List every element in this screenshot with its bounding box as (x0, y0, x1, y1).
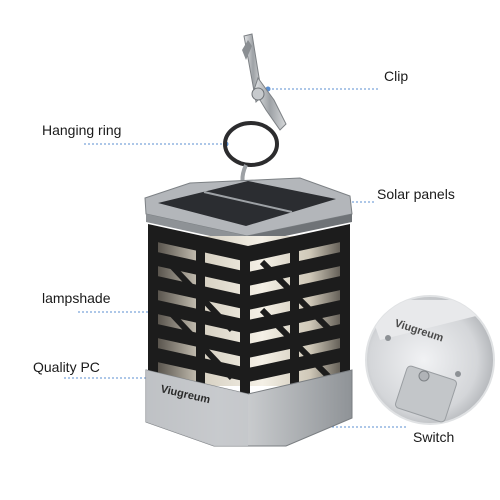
hanging-ring-label: Hanging ring (42, 122, 122, 138)
lampshade-illustration (148, 224, 350, 394)
lampshade-label: lampshade (42, 290, 111, 306)
clip-label: Clip (384, 68, 409, 84)
switch-inset: Viugreum (365, 295, 495, 425)
switch-button-icon (418, 370, 430, 382)
switch-label: Switch (413, 429, 455, 445)
solar-panels-label: Solar panels (377, 186, 455, 202)
quality-pc-label: Quality PC (33, 359, 100, 375)
clip-illustration (242, 33, 287, 131)
solar-panel-top (144, 177, 353, 244)
base-housing: Viugreum (145, 369, 353, 447)
